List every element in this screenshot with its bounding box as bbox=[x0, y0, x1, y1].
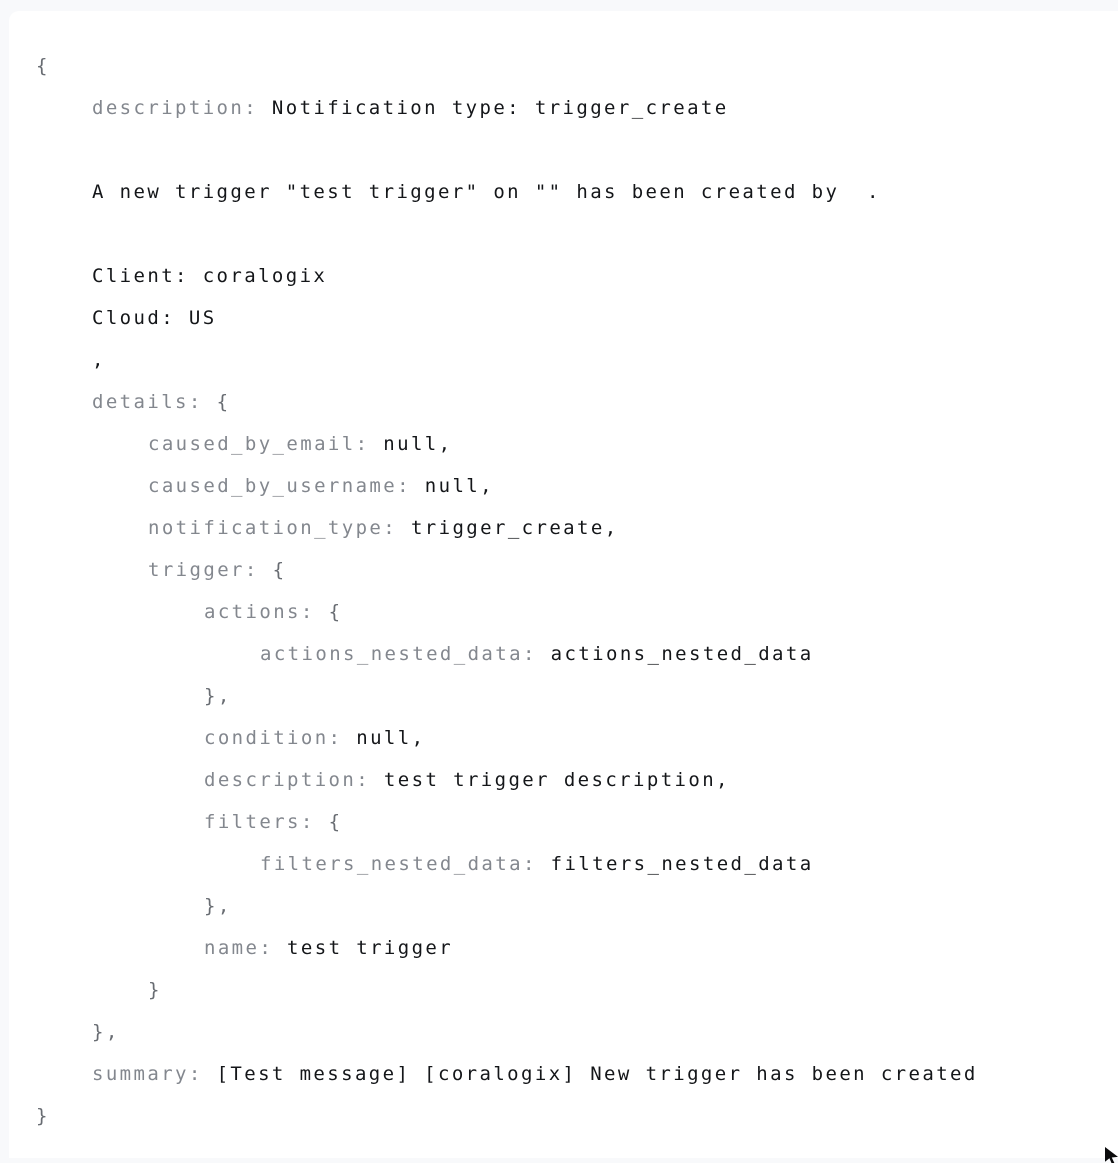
json-line: } bbox=[36, 969, 1102, 1011]
json-line: description: test trigger description, bbox=[36, 759, 1102, 801]
json-value: Client: coralogix bbox=[92, 265, 328, 287]
json-viewer: { description: Notification type: trigger… bbox=[36, 45, 1102, 1137]
json-key: caused_by_email: bbox=[148, 433, 384, 455]
json-value: actions_nested_data bbox=[550, 643, 814, 665]
json-key: filters: bbox=[204, 811, 329, 833]
json-key: description: bbox=[92, 97, 272, 119]
json-key: actions: bbox=[204, 601, 329, 623]
json-line: name: test trigger bbox=[36, 927, 1102, 969]
json-punct: { bbox=[328, 811, 343, 833]
json-line: } bbox=[36, 1095, 1102, 1137]
json-key: caused_by_username: bbox=[148, 475, 425, 497]
json-line: filters: { bbox=[36, 801, 1102, 843]
json-line: , bbox=[36, 339, 1102, 381]
json-key: actions_nested_data: bbox=[260, 643, 551, 665]
json-key: name: bbox=[204, 937, 288, 959]
json-line: description: Notification type: trigger_… bbox=[36, 87, 1102, 129]
json-punct: { bbox=[216, 391, 231, 413]
json-key: trigger: bbox=[148, 559, 273, 581]
json-line: trigger: { bbox=[36, 549, 1102, 591]
json-value: , bbox=[92, 349, 106, 371]
json-value: A new trigger "test trigger" on "" has b… bbox=[92, 181, 881, 203]
json-line: actions: { bbox=[36, 591, 1102, 633]
json-punct: } bbox=[36, 1105, 50, 1127]
json-value: null, bbox=[356, 727, 426, 749]
json-value: [Test message] [coralogix] New trigger h… bbox=[216, 1063, 978, 1085]
json-blank-line bbox=[36, 213, 1102, 255]
json-key: notification_type: bbox=[148, 517, 411, 539]
json-value: null, bbox=[383, 433, 453, 455]
json-blank-line bbox=[36, 129, 1102, 171]
json-line: }, bbox=[36, 885, 1102, 927]
json-key: summary: bbox=[92, 1063, 217, 1085]
json-punct: { bbox=[36, 55, 50, 77]
json-line: caused_by_username: null, bbox=[36, 465, 1102, 507]
json-line: A new trigger "test trigger" on "" has b… bbox=[36, 171, 1102, 213]
json-line: }, bbox=[36, 675, 1102, 717]
json-line: filters_nested_data: filters_nested_data bbox=[36, 843, 1102, 885]
json-punct: { bbox=[328, 601, 343, 623]
json-key: details: bbox=[92, 391, 217, 413]
json-punct: } bbox=[148, 979, 162, 1001]
json-line: }, bbox=[36, 1011, 1102, 1053]
json-punct: }, bbox=[204, 685, 232, 707]
json-value: Notification type: trigger_create bbox=[271, 97, 729, 119]
json-value: filters_nested_data bbox=[550, 853, 814, 875]
json-line: caused_by_email: null, bbox=[36, 423, 1102, 465]
json-line: Client: coralogix bbox=[36, 255, 1102, 297]
json-value: Cloud: US bbox=[92, 307, 217, 329]
json-punct: }, bbox=[92, 1021, 120, 1043]
json-key: filters_nested_data: bbox=[260, 853, 551, 875]
json-line: { bbox=[36, 45, 1102, 87]
json-line: notification_type: trigger_create, bbox=[36, 507, 1102, 549]
json-line: actions_nested_data: actions_nested_data bbox=[36, 633, 1102, 675]
json-key: description: bbox=[204, 769, 384, 791]
json-line: Cloud: US bbox=[36, 297, 1102, 339]
json-key: condition: bbox=[204, 727, 357, 749]
json-payload-card: { description: Notification type: trigger… bbox=[9, 11, 1118, 1158]
json-value: test trigger description, bbox=[383, 769, 730, 791]
json-line: condition: null, bbox=[36, 717, 1102, 759]
json-value: test trigger bbox=[287, 937, 454, 959]
json-value: trigger_create, bbox=[410, 517, 619, 539]
json-line: summary: [Test message] [coralogix] New … bbox=[36, 1053, 1102, 1095]
json-punct: }, bbox=[204, 895, 232, 917]
json-value: null, bbox=[424, 475, 494, 497]
json-line: details: { bbox=[36, 381, 1102, 423]
json-punct: { bbox=[272, 559, 287, 581]
